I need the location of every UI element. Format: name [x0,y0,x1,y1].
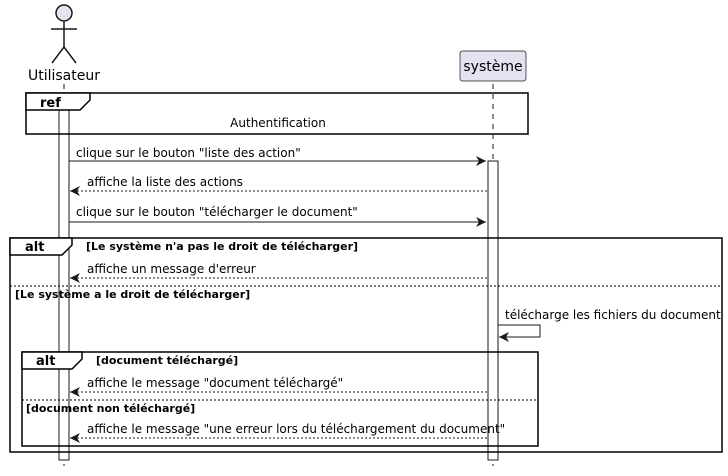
system-participant: système [459,50,527,82]
system-participant-box [459,50,527,82]
message-4-label: affiche un message d'erreur [87,262,256,276]
ref-keyword: ref [40,96,61,111]
outer-alt-tab [9,237,73,256]
message-6-label: affiche le message "document téléchargé" [87,376,343,390]
ref-frame: ref Authentification [25,92,529,135]
message-2-label: affiche la liste des actions [87,175,243,189]
inner-alt-tab [21,351,83,370]
system-participant-label: système [463,59,522,75]
inner-alt-keyword: alt [36,354,55,369]
ref-frame-tab [25,92,91,111]
outer-alt-frame: alt [Le système n'a pas le droit de télé… [9,237,723,453]
user-actor: Utilisateur [28,4,100,84]
message-3-label: clique sur le bouton "télécharger le doc… [76,205,358,219]
message-5-arrow [498,324,541,342]
message-1-label: clique sur le bouton "liste des action" [76,146,301,160]
inner-alt-guard-2: [document non téléchargé] [26,402,195,415]
outer-alt-keyword: alt [25,240,44,255]
message-7-label: affiche le message "une erreur lors du t… [87,422,505,436]
outer-alt-guard-1: [Le système n'a pas le droit de téléchar… [86,240,358,253]
inner-alt-guard-1: [document téléchargé] [96,354,238,367]
inner-alt-frame: alt [document téléchargé] [document non … [21,351,539,447]
stick-figure-icon [51,4,77,64]
ref-label: Authentification [230,116,326,130]
system-activation-bar [487,160,499,461]
outer-alt-guard-2: [Le système a le droit de télécharger] [15,288,250,301]
user-actor-label: Utilisateur [28,68,100,84]
message-5-label: télécharge les fichiers du document [505,308,721,322]
